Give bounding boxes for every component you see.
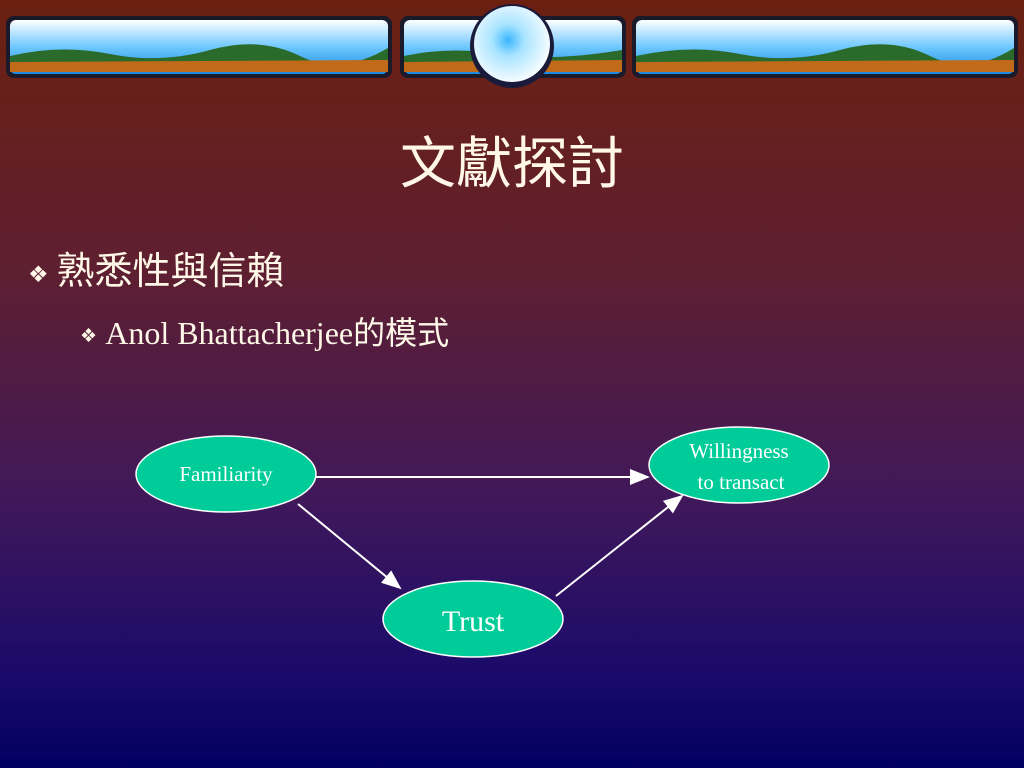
banner-panel-left [6, 16, 392, 78]
node-familiarity-label: Familiarity [179, 462, 273, 486]
diamond-bullet-icon: ❖ [28, 262, 49, 288]
node-familiarity: Familiarity [135, 435, 317, 513]
slide-title: 文獻探討 [400, 132, 624, 197]
globe-icon [470, 4, 554, 88]
node-willingness: Willingness to transact [648, 426, 830, 504]
node-willingness-label-line1: Willingness [689, 439, 788, 463]
bullet-text: Anol Bhattacherjee的模式 [105, 315, 450, 351]
bullet-level-1: ❖ 熟悉性與信賴 [28, 248, 284, 299]
edge-trust-to-willingness [555, 494, 684, 597]
node-willingness-label-line2: to transact [698, 470, 785, 494]
node-trust: Trust [382, 580, 564, 658]
landscape-banner [6, 4, 1018, 88]
node-trust-label: Trust [442, 605, 505, 638]
banner-panel-right [632, 16, 1018, 78]
diamond-bullet-icon: ❖ [80, 325, 98, 347]
bullet-text: 熟悉性與信賴 [56, 251, 285, 293]
bullet-level-2: ❖ Anol Bhattacherjee的模式 [80, 312, 449, 358]
edge-familiarity-to-trust [297, 503, 402, 590]
